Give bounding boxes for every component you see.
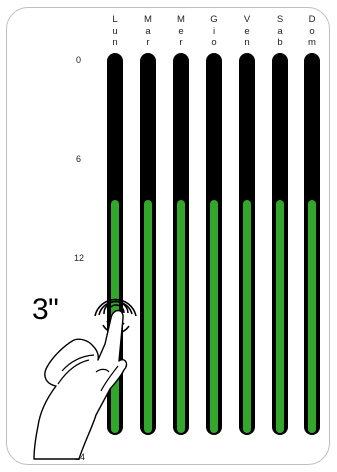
hour-label-6: 6	[76, 154, 81, 164]
day-track-mer[interactable]	[173, 53, 189, 435]
active-period-mar[interactable]	[144, 200, 152, 433]
day-track-gio[interactable]	[206, 53, 222, 435]
day-track-dom[interactable]	[304, 53, 320, 435]
active-period-ven[interactable]	[243, 200, 251, 433]
active-period-sab[interactable]	[276, 200, 284, 433]
day-track-lun[interactable]	[107, 53, 123, 435]
hour-label-24: 24	[75, 452, 85, 462]
active-period-mer[interactable]	[177, 200, 185, 433]
day-track-sab[interactable]	[272, 53, 288, 435]
active-period-gio[interactable]	[210, 200, 218, 433]
active-period-lun[interactable]	[111, 200, 119, 433]
active-period-dom[interactable]	[308, 200, 316, 433]
hour-label-12: 12	[74, 253, 84, 263]
long-press-duration-label: 3"	[32, 293, 58, 327]
day-track-mar[interactable]	[140, 53, 156, 435]
hour-label-0: 0	[76, 55, 81, 65]
day-track-ven[interactable]	[239, 53, 255, 435]
